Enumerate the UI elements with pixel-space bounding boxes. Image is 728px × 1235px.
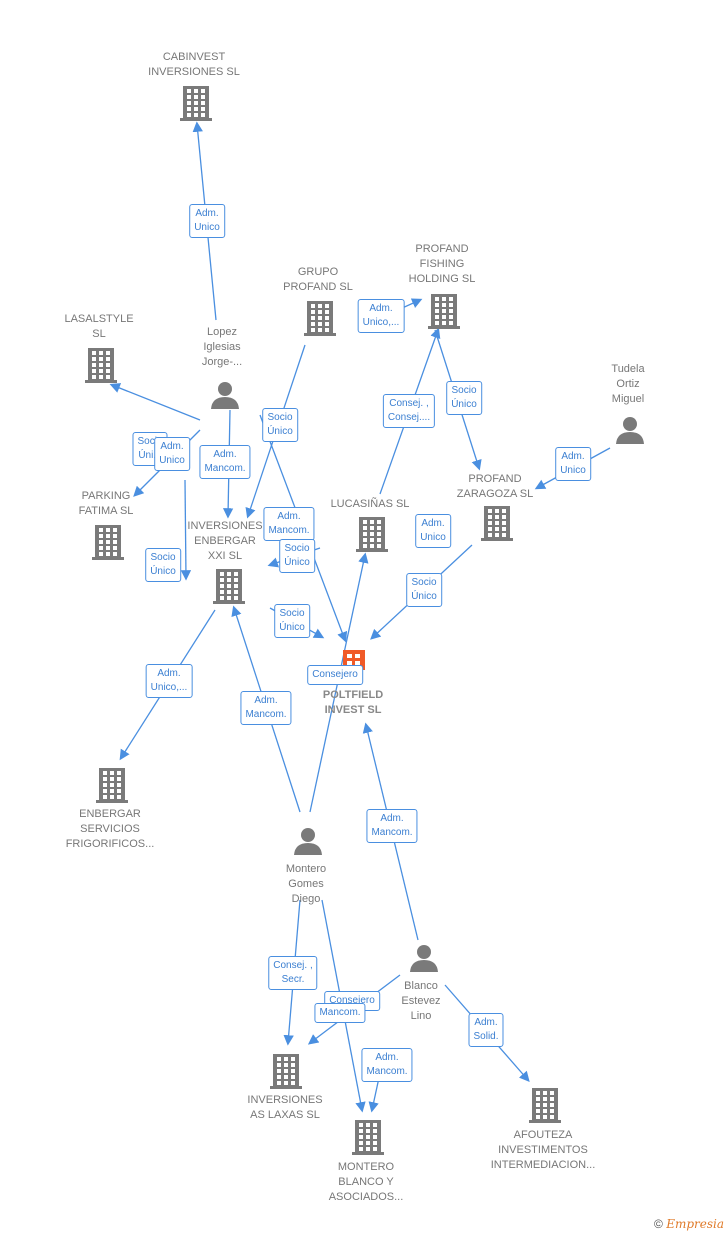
brand-logo: Empresia [666,1217,724,1231]
relation-label[interactable]: Adm. Unico [154,437,190,471]
company-name-label[interactable]: LUCASIÑAS SL [330,498,410,510]
person-name-label[interactable]: Lopez Iglesias Jorge-... [201,326,243,368]
building-icon[interactable] [92,525,124,560]
company-name-label[interactable]: MONTERO BLANCO Y ASOCIADOS... [328,1161,404,1203]
relation-label[interactable]: Adm. Solid. [468,1013,504,1047]
person-name-label[interactable]: Blanco Estevez Lino [401,980,441,1022]
company-name-label[interactable]: ENBERGAR SERVICIOS FRIGORIFICOS... [65,808,155,850]
company-name-label[interactable]: PARKING FATIMA SL [78,490,134,517]
relation-label[interactable]: Adm. Mancom. [263,507,315,541]
relation-label[interactable]: Socio Único [145,548,181,582]
building-icon[interactable] [481,506,513,541]
person-icon[interactable] [410,945,438,972]
company-name-label[interactable]: INVERSIONES ENBERGAR XXI SL [187,520,263,562]
relation-label[interactable]: Socio Único [279,539,315,573]
relation-label[interactable]: Consej. , Secr. [268,956,318,990]
company-name-label[interactable]: POLTFIELD INVEST SL [322,689,384,716]
building-icon[interactable] [352,1120,384,1155]
building-icon[interactable] [304,301,336,336]
building-icon[interactable] [428,294,460,329]
person-name-label[interactable]: Tudela Ortiz Miguel [611,363,645,405]
company-name-label[interactable]: AFOUTEZA INVESTIMENTOS INTERMEDIACION... [490,1129,596,1171]
building-icon[interactable] [96,768,128,803]
relation-label[interactable]: Adm. Unico,... [357,299,405,333]
company-name-label[interactable]: INVERSIONES AS LAXAS SL [247,1094,323,1121]
relation-label[interactable]: Adm. Unico,... [145,664,193,698]
relation-label[interactable]: Consejero [307,665,363,685]
relation-label[interactable]: Mancom. [314,1003,366,1023]
building-icon[interactable] [213,569,245,604]
building-icon[interactable] [529,1088,561,1123]
company-name-label[interactable]: CABINVEST INVERSIONES SL [148,51,240,78]
relation-label[interactable]: Socio Único [406,573,442,607]
copyright-icon: © [654,1217,663,1231]
company-name-label[interactable]: PROFAND ZARAGOZA SL [456,473,534,500]
company-name-label[interactable]: GRUPO PROFAND SL [283,266,353,293]
person-icon[interactable] [211,382,239,409]
company-name-label[interactable]: LASALSTYLE SL [64,313,134,340]
relation-label[interactable]: Adm. Mancom. [240,691,292,725]
relation-label[interactable]: Adm. Mancom. [361,1048,413,1082]
relation-label[interactable]: Adm. Unico [415,514,451,548]
company-name-label[interactable]: PROFAND FISHING HOLDING SL [408,243,476,285]
relation-edge [180,479,192,581]
building-icon[interactable] [85,348,117,383]
relation-label[interactable]: Socio Único [262,408,298,442]
relation-label[interactable]: Adm. Mancom. [366,809,418,843]
relation-label[interactable]: Adm. Unico [189,204,225,238]
building-icon[interactable] [270,1054,302,1089]
building-icon[interactable] [356,517,388,552]
person-icon[interactable] [294,828,322,855]
person-name-label[interactable]: Montero Gomes Diego [285,863,327,905]
relation-label[interactable]: Adm. Unico [555,447,591,481]
relation-edge [109,383,201,421]
relation-label[interactable]: Consej. , Consej.... [382,394,436,428]
building-icon[interactable] [180,86,212,121]
relation-label[interactable]: Socio Único [446,381,482,415]
person-icon[interactable] [616,417,644,444]
footer-brand: © Empresia [654,1217,724,1231]
relation-label[interactable]: Socio Único [274,604,310,638]
relation-label[interactable]: Adm. Mancom. [199,445,251,479]
